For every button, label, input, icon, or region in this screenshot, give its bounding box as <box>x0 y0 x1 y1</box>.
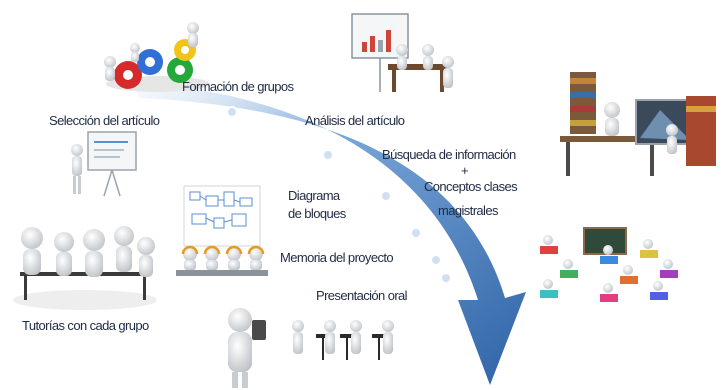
step-conceptos-line1: Conceptos clases <box>424 179 518 194</box>
step-dot <box>430 254 442 266</box>
presenter-board-icon <box>71 131 137 197</box>
process-arrow <box>130 82 526 385</box>
step-dot <box>410 227 422 239</box>
tutoring-group-icon <box>13 226 157 310</box>
classroom-icon <box>540 227 678 302</box>
step-plus-label: + <box>461 163 469 178</box>
step-seleccion-label: Selección del artículo <box>49 113 160 128</box>
study-books-icon <box>560 72 716 176</box>
step-tutorias-label: Tutorías con cada grupo <box>22 318 149 333</box>
gears-team-icon <box>104 22 210 92</box>
step-dot <box>322 149 334 161</box>
step-presentacion-label: Presentación oral <box>316 288 408 303</box>
step-dot <box>380 190 392 202</box>
step-analisis-label: Análisis del artículo <box>305 113 405 128</box>
step-busqueda-label: Búsqueda de información <box>382 147 516 162</box>
block-diagram-icon <box>183 185 261 247</box>
speakers-podium-icon <box>228 308 394 388</box>
step-diagrama-line1: Diagrama <box>288 188 340 203</box>
step-dots <box>226 106 452 284</box>
step-dot <box>226 106 238 118</box>
step-memoria-label: Memoria del proyecto <box>280 250 394 265</box>
step-diagrama-line2: de bloques <box>288 206 346 221</box>
step-formacion-label: Formación de grupos <box>182 79 294 94</box>
headset-workers-icon <box>176 245 268 276</box>
meeting-chart-icon <box>351 13 454 92</box>
step-conceptos-line2: magistrales <box>438 203 498 218</box>
step-dot <box>440 272 452 284</box>
